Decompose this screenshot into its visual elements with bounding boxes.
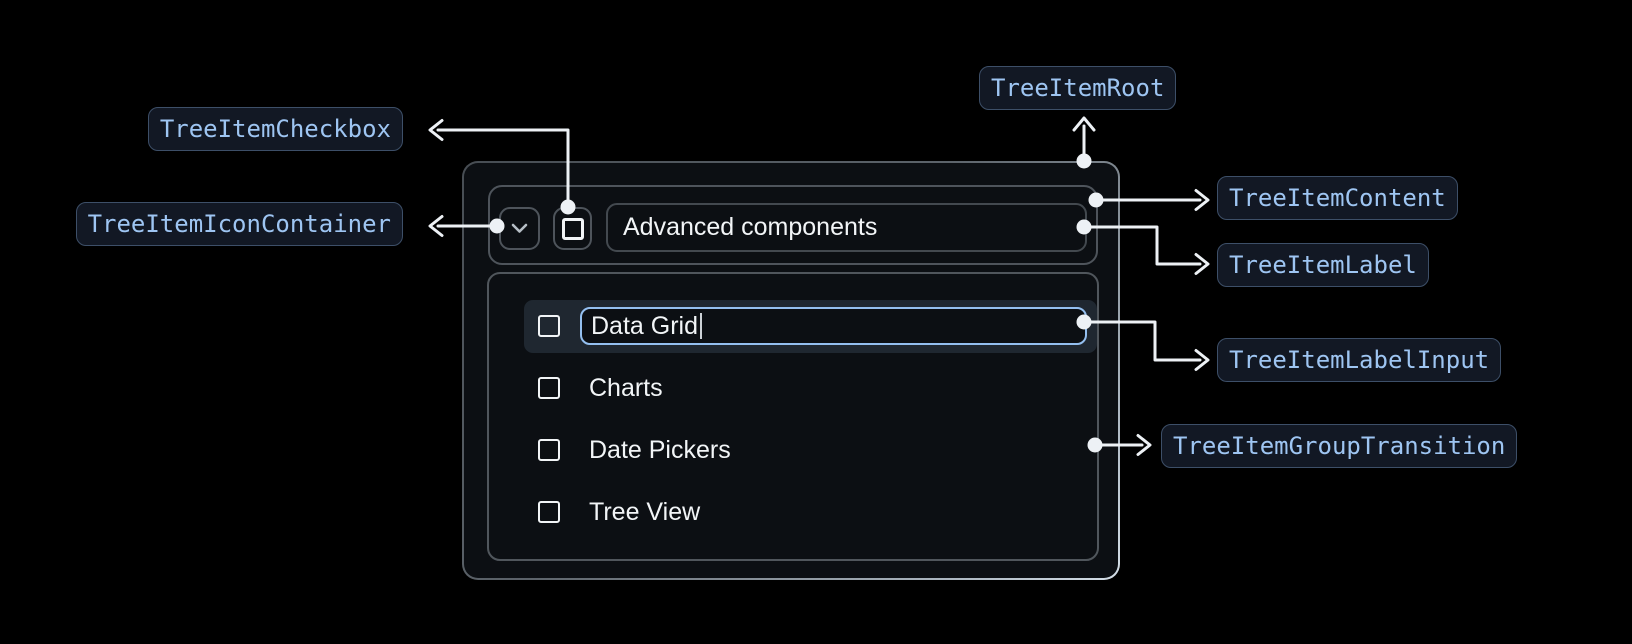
- annotation-tree-item-label: TreeItemLabel: [1217, 243, 1429, 287]
- arrow-right-icon: [1194, 189, 1210, 211]
- arrow-left-icon: [428, 215, 444, 237]
- checkbox-unchecked-icon[interactable]: [538, 315, 560, 337]
- annotation-tree-item-checkbox: TreeItemCheckbox: [147, 107, 403, 151]
- annotation-tree-item-root: TreeItemRoot: [979, 66, 1177, 110]
- checkbox-unchecked-icon[interactable]: [538, 501, 560, 523]
- tree-item-label[interactable]: Advanced components: [606, 203, 1087, 252]
- tree-item-label-text: Tree View: [589, 497, 701, 526]
- tree-item-row-date-pickers[interactable]: Date Pickers: [538, 435, 731, 464]
- arrow-right-icon: [1194, 253, 1210, 275]
- tree-item-row-data-grid[interactable]: Data Grid: [524, 300, 1097, 353]
- annotation-tree-item-group-transition: TreeItemGroupTransition: [1161, 424, 1518, 468]
- tree-item-root[interactable]: Advanced components Data Grid Charts: [462, 161, 1120, 580]
- tree-item-content[interactable]: Advanced components: [488, 185, 1098, 265]
- arrow-up-icon: [1072, 116, 1096, 132]
- tree-item-label-input[interactable]: Data Grid: [580, 307, 1087, 345]
- text-caret: [699, 313, 702, 339]
- tree-item-label-text: Charts: [589, 373, 663, 402]
- arrow-left-icon: [428, 119, 444, 141]
- tree-item-icon-container[interactable]: [499, 207, 540, 250]
- checkbox-unchecked-icon[interactable]: [538, 377, 560, 399]
- tree-item-root-surface: Advanced components Data Grid Charts: [464, 163, 1118, 578]
- annotation-tree-item-icon-container: TreeItemIconContainer: [75, 202, 403, 246]
- tree-item-label-text: Date Pickers: [589, 435, 731, 464]
- annotation-tree-item-label-input: TreeItemLabelInput: [1217, 338, 1502, 382]
- chevron-down-icon: [511, 223, 528, 233]
- tree-item-label-text: Advanced components: [623, 213, 878, 241]
- tree-item-row-tree-view[interactable]: Tree View: [538, 497, 701, 526]
- checkbox-unchecked-icon: [561, 217, 584, 240]
- annotation-tree-item-content: TreeItemContent: [1217, 176, 1458, 220]
- arrow-right-icon: [1194, 349, 1210, 371]
- tree-item-checkbox[interactable]: [553, 207, 592, 250]
- label-input-value: Data Grid: [591, 311, 698, 340]
- tree-item-row-charts[interactable]: Charts: [538, 373, 663, 402]
- tree-item-group-transition: Data Grid Charts Date Pickers: [487, 272, 1099, 561]
- arrow-right-icon: [1136, 434, 1152, 456]
- checkbox-unchecked-icon[interactable]: [538, 439, 560, 461]
